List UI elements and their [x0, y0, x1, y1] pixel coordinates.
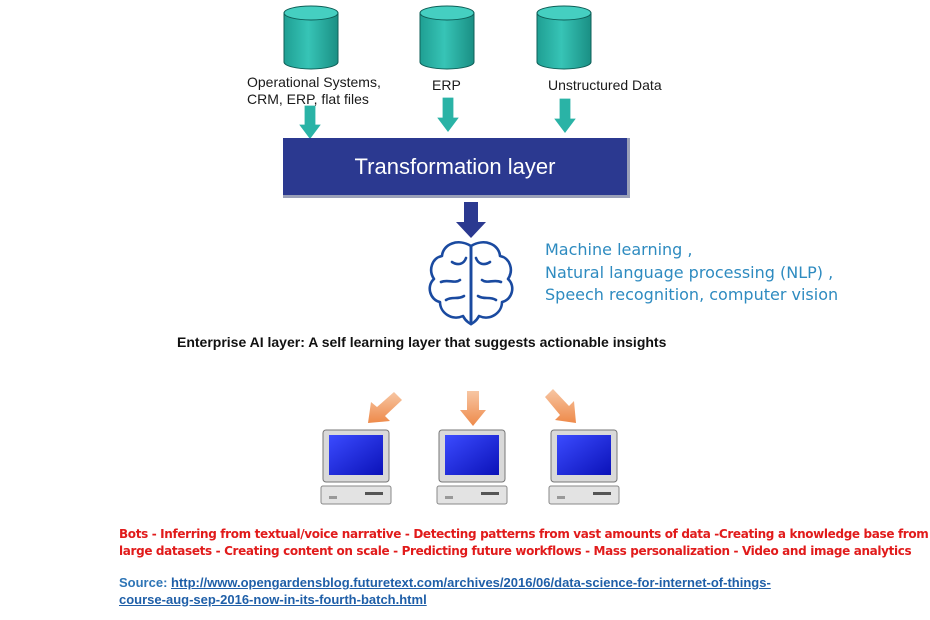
database-cylinder-icon — [536, 5, 592, 70]
source-citation: Source: http://www.opengardensblog.futur… — [119, 575, 771, 608]
arrow-diagonal-icon — [545, 389, 576, 423]
database-cylinder-icon — [283, 5, 339, 70]
transformation-layer-label: Transformation layer — [354, 153, 556, 179]
database-cylinder-icon — [419, 5, 475, 70]
bots-description-line: Bots - Inferring from textual/voice narr… — [119, 527, 929, 541]
arrow-down-icon — [551, 97, 579, 135]
computer-icon — [320, 429, 392, 505]
computer-icon — [436, 429, 508, 505]
source-label-unstructured: Unstructured Data — [548, 77, 662, 93]
arrow-down-icon — [456, 202, 486, 238]
ai-capability-item: Natural language processing (NLP) , — [545, 262, 834, 282]
ai-capabilities-list: Machine learning , Natural language proc… — [545, 239, 838, 307]
bots-description-line: large datasets - Creating content on sca… — [119, 543, 912, 558]
arrow-diagonal-icon — [368, 392, 402, 423]
enterprise-ai-layer-caption: Enterprise AI layer: A self learning lay… — [177, 334, 667, 350]
ai-capability-item: Speech recognition, computer vision — [545, 285, 839, 304]
arrow-down-icon — [296, 104, 324, 141]
source-label-operational: Operational Systems, CRM, ERP, flat file… — [247, 74, 381, 108]
arrow-down-icon — [460, 391, 486, 426]
source-link-line2[interactable]: course-aug-sep-2016-now-in-its-fourth-ba… — [119, 591, 427, 607]
ai-capability-item: Machine learning , — [545, 240, 693, 259]
source-link-line1[interactable]: http://www.opengardensblog.futuretext.co… — [171, 575, 771, 590]
source-label-line: CRM, ERP, flat files — [247, 91, 369, 107]
source-label-line: Operational Systems, — [247, 74, 381, 90]
transformation-layer-box: Transformation layer — [283, 138, 630, 198]
source-prefix: Source: — [119, 575, 172, 590]
computer-icon — [548, 429, 620, 505]
arrow-down-icon — [434, 96, 462, 134]
bots-description: Bots - Inferring from textual/voice narr… — [119, 526, 929, 559]
brain-icon — [428, 241, 514, 326]
source-label-erp: ERP — [432, 77, 461, 93]
